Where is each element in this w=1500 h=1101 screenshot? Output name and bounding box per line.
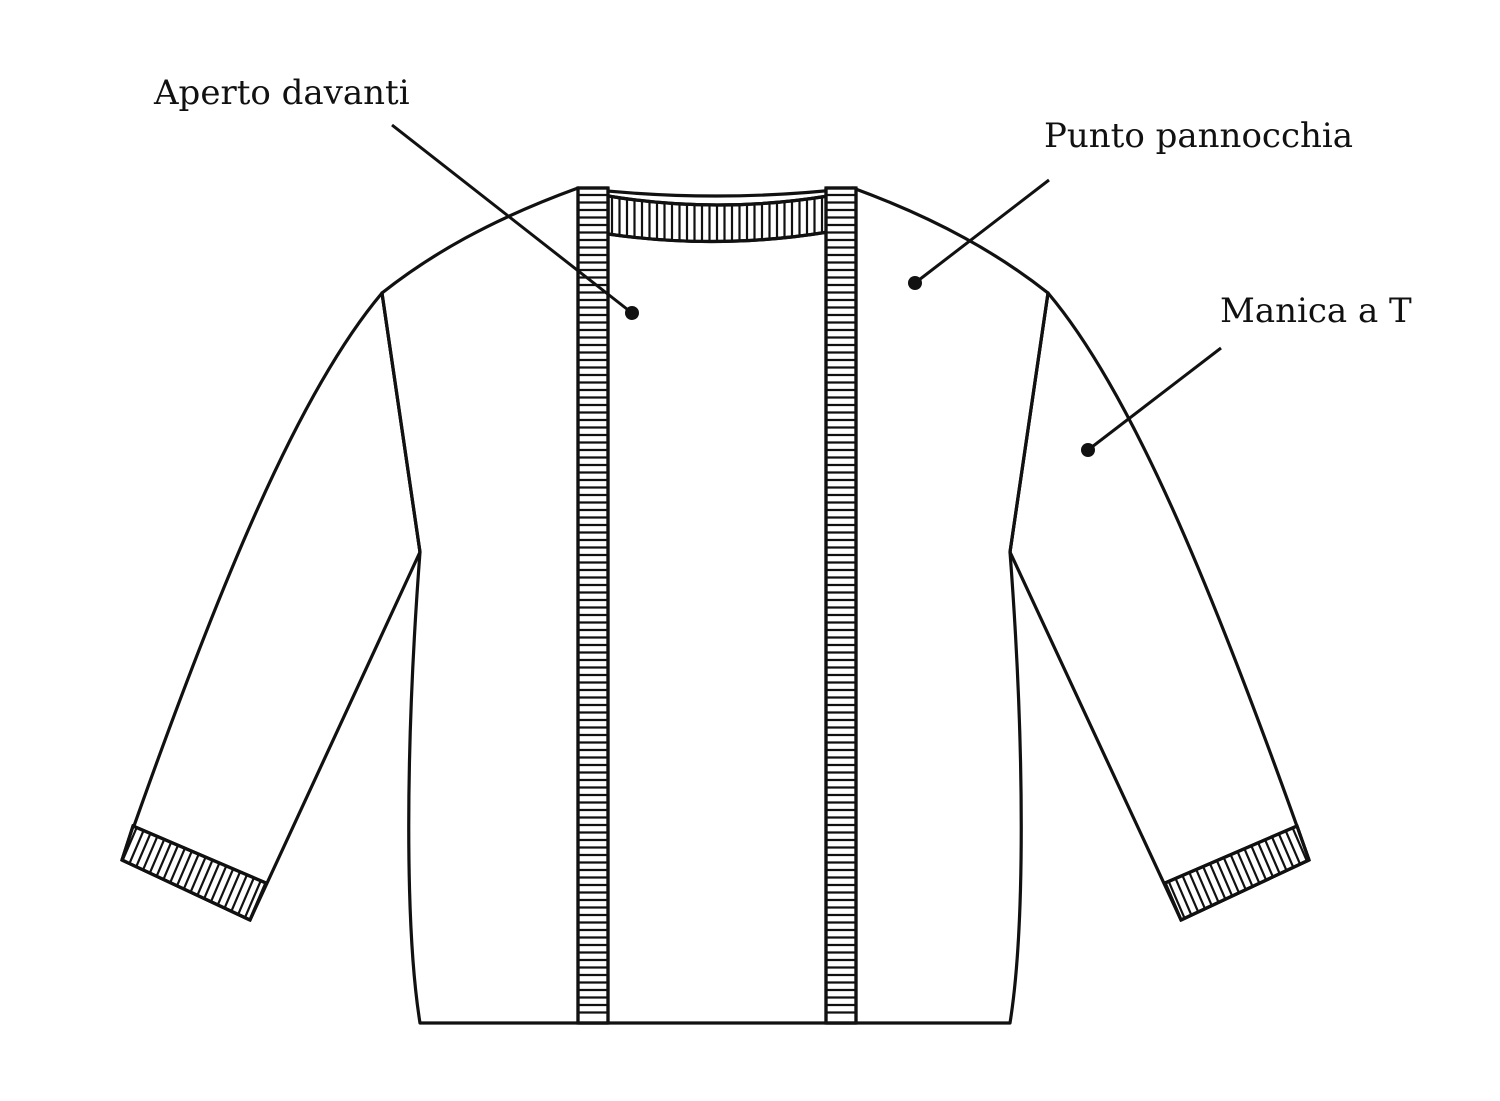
left-sleeve xyxy=(120,291,422,922)
callout-sleeve: Manica a T xyxy=(1081,291,1412,457)
right-front-band xyxy=(824,186,858,1025)
right-sleeve xyxy=(1008,291,1311,922)
leader-dot-open-front xyxy=(625,306,639,320)
right-cuff xyxy=(1162,823,1311,923)
leader-line-sleeve xyxy=(1087,346,1222,452)
callout-label-stitch: Punto pannocchia xyxy=(1044,116,1353,156)
callout-label-sleeve: Manica a T xyxy=(1220,291,1412,331)
leader-line-stitch xyxy=(914,178,1050,285)
leader-line-open-front xyxy=(391,123,633,315)
callout-open-front: Aperto davanti xyxy=(153,73,639,320)
left-front-band xyxy=(576,186,610,1025)
right-sleeve-seam xyxy=(1008,291,1050,554)
callout-label-open-front: Aperto davanti xyxy=(153,73,410,113)
leader-dot-stitch xyxy=(908,276,922,290)
leader-dot-sleeve xyxy=(1081,443,1095,457)
callout-stitch: Punto pannocchia xyxy=(908,116,1353,290)
left-sleeve-seam xyxy=(380,291,422,554)
cardigan-body xyxy=(380,186,1050,1025)
